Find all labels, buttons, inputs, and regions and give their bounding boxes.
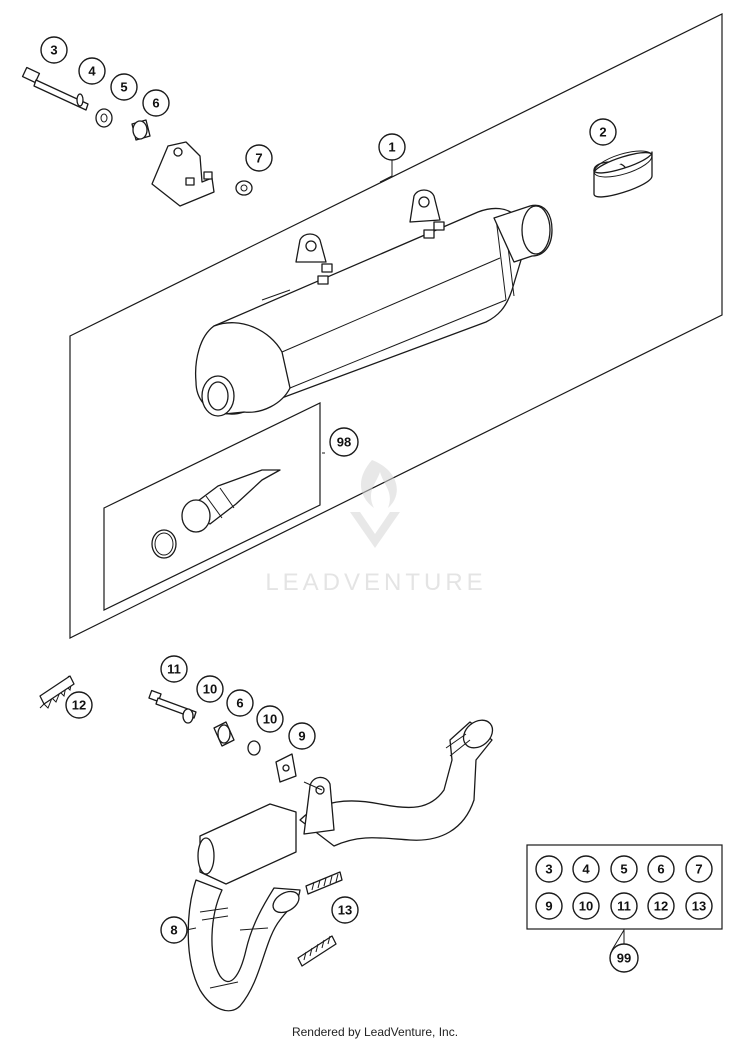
svg-text:2: 2 bbox=[599, 125, 606, 140]
baffle-insert bbox=[181, 469, 281, 533]
kit-99-item-4: 4 bbox=[572, 855, 600, 883]
svg-text:5: 5 bbox=[620, 862, 627, 877]
svg-text:3: 3 bbox=[545, 862, 552, 877]
muffler bbox=[194, 189, 553, 417]
watermark-text: LEADVENTURE bbox=[265, 569, 486, 596]
callout-1: 1 bbox=[378, 133, 406, 161]
spring-lower bbox=[297, 935, 337, 967]
callout-98: 98 bbox=[329, 427, 359, 457]
svg-text:98: 98 bbox=[337, 435, 351, 450]
svg-text:4: 4 bbox=[582, 862, 590, 877]
clip-nut bbox=[275, 753, 297, 783]
callout-4: 4 bbox=[78, 57, 106, 85]
callout-10-upper: 10 bbox=[196, 675, 224, 703]
callout-8: 8 bbox=[160, 916, 188, 944]
svg-text:12: 12 bbox=[654, 899, 668, 914]
svg-text:6: 6 bbox=[236, 696, 243, 711]
svg-text:10: 10 bbox=[263, 712, 277, 727]
svg-text:13: 13 bbox=[692, 899, 706, 914]
spring-upper bbox=[305, 871, 343, 895]
kit-99-item-13: 13 bbox=[685, 892, 713, 920]
sleeve bbox=[593, 150, 653, 198]
rubber-bushing bbox=[131, 119, 151, 141]
kit-99-item-5: 5 bbox=[610, 855, 638, 883]
footer-credit: Rendered by LeadVenture, Inc. bbox=[292, 1025, 458, 1039]
svg-text:1: 1 bbox=[388, 140, 395, 155]
lower-washer-a bbox=[182, 708, 194, 724]
mounting-bracket bbox=[151, 141, 215, 207]
svg-text:5: 5 bbox=[120, 80, 127, 95]
callout-13: 13 bbox=[331, 896, 359, 924]
svg-text:12: 12 bbox=[72, 698, 86, 713]
lower-bushing bbox=[213, 721, 235, 747]
header-pipe bbox=[187, 719, 494, 1012]
svg-text:7: 7 bbox=[695, 862, 702, 877]
bolt bbox=[21, 66, 89, 111]
svg-text:8: 8 bbox=[170, 923, 177, 938]
callout-9: 9 bbox=[288, 722, 316, 750]
callout-6: 6 bbox=[142, 89, 170, 117]
svg-text:6: 6 bbox=[152, 96, 159, 111]
callout-12: 12 bbox=[65, 691, 93, 719]
callout-11: 11 bbox=[160, 655, 188, 683]
svg-text:10: 10 bbox=[203, 682, 217, 697]
svg-text:11: 11 bbox=[167, 662, 181, 677]
seal-ring bbox=[151, 529, 177, 559]
svg-text:10: 10 bbox=[579, 899, 593, 914]
kit-99-item-10: 10 bbox=[572, 892, 600, 920]
leadventure-watermark: LEADVENTURE bbox=[265, 460, 486, 596]
kit-99-item-11: 11 bbox=[610, 892, 638, 920]
lower-washer-b bbox=[247, 740, 261, 756]
lock-washer bbox=[76, 93, 84, 107]
nut bbox=[235, 180, 253, 196]
kit-98-frame bbox=[103, 402, 321, 611]
callout-2: 2 bbox=[589, 118, 617, 146]
callout-6-lower: 6 bbox=[226, 689, 254, 717]
callout-7: 7 bbox=[245, 144, 273, 172]
muffler-assembly-frame bbox=[69, 13, 723, 639]
svg-text:6: 6 bbox=[657, 862, 664, 877]
svg-text:7: 7 bbox=[255, 151, 262, 166]
callout-10-lower: 10 bbox=[256, 705, 284, 733]
kit-99-item-12: 12 bbox=[647, 892, 675, 920]
svg-text:99: 99 bbox=[617, 951, 631, 966]
flat-washer bbox=[95, 108, 113, 128]
svg-text:11: 11 bbox=[617, 899, 631, 914]
kit-99-item-9: 9 bbox=[535, 892, 563, 920]
callout-3: 3 bbox=[40, 36, 68, 64]
svg-text:13: 13 bbox=[338, 903, 352, 918]
kit-99-item-3: 3 bbox=[535, 855, 563, 883]
kit-99-item-7: 7 bbox=[685, 855, 713, 883]
svg-text:3: 3 bbox=[50, 43, 57, 58]
svg-text:4: 4 bbox=[88, 64, 96, 79]
svg-text:9: 9 bbox=[545, 899, 552, 914]
callout-5: 5 bbox=[110, 73, 138, 101]
svg-text:9: 9 bbox=[298, 729, 305, 744]
callout-99: 99 bbox=[609, 943, 639, 973]
kit-99-item-6: 6 bbox=[647, 855, 675, 883]
spring-left bbox=[39, 675, 75, 709]
